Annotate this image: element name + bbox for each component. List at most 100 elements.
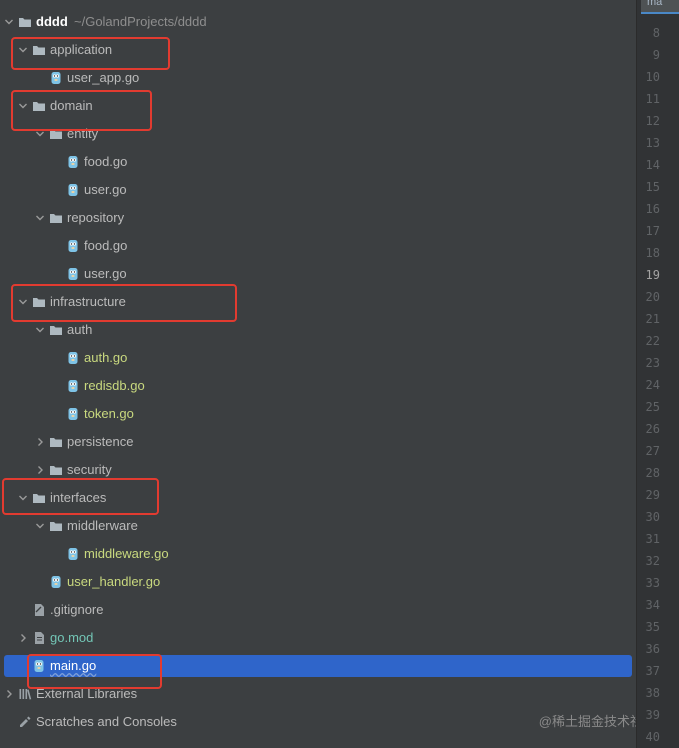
chevron-down-icon[interactable]: [18, 45, 28, 55]
line-number: 30: [645, 510, 660, 524]
line-number: 40: [645, 730, 660, 744]
chevron-right-icon[interactable]: [35, 465, 45, 475]
line-number: 38: [645, 686, 660, 700]
tree-row-label: auth: [67, 322, 93, 337]
tree-row-entity-food-go[interactable]: food.go: [0, 148, 636, 176]
line-number: 20: [645, 290, 660, 304]
chevron-right-icon[interactable]: [4, 689, 14, 699]
tree-row-repository-food-go[interactable]: food.go: [0, 232, 636, 260]
chevron-down-icon[interactable]: [18, 297, 28, 307]
chevron-down-icon[interactable]: [35, 129, 45, 139]
chevron-down-icon[interactable]: [18, 101, 28, 111]
tree-row-persistence[interactable]: persistence: [0, 428, 636, 456]
tree-row-main-go[interactable]: main.go: [4, 655, 632, 677]
line-number: 18: [645, 246, 660, 260]
chevron-down-icon[interactable]: [35, 521, 45, 531]
tree-row-repository[interactable]: repository: [0, 204, 636, 232]
tree-row-label: food.go: [84, 238, 128, 253]
line-number: 8: [652, 26, 660, 40]
line-number: 17: [645, 224, 660, 238]
tree-root-row[interactable]: dddd ~/GolandProjects/dddd: [0, 8, 636, 36]
tree-row-middleware-go[interactable]: middleware.go: [0, 540, 636, 568]
tree-row-interfaces[interactable]: interfaces: [0, 484, 636, 512]
tree-row-domain[interactable]: domain: [0, 92, 636, 120]
tree-row-security[interactable]: security: [0, 456, 636, 484]
line-number: 15: [645, 180, 660, 194]
tree-row-label: auth.go: [84, 350, 128, 365]
line-number: 28: [645, 466, 660, 480]
line-number: 22: [645, 334, 660, 348]
tree-row-auth-go[interactable]: auth.go: [0, 344, 636, 372]
line-number: 23: [645, 356, 660, 370]
line-number: 13: [645, 136, 660, 150]
folder-icon: [33, 298, 45, 307]
chevron-down-icon[interactable]: [18, 493, 28, 503]
project-tree-panel: dddd ~/GolandProjects/dddd application us…: [0, 0, 636, 736]
tree-row-label: user.go: [84, 266, 127, 281]
go-mod-file-icon: [35, 632, 44, 644]
chevron-down-icon[interactable]: [35, 213, 45, 223]
tree-row-gitignore[interactable]: .gitignore: [0, 596, 636, 624]
line-number: 16: [645, 202, 660, 216]
tree-row-label: External Libraries: [36, 686, 138, 701]
chevron-right-icon[interactable]: [18, 633, 28, 643]
tree-row-label: middleware.go: [84, 546, 169, 561]
go-file-icon: [68, 156, 78, 168]
line-number: 27: [645, 444, 660, 458]
gitignore-file-icon: [35, 604, 44, 616]
tree-row-token-go[interactable]: token.go: [0, 400, 636, 428]
line-number: 39: [645, 708, 660, 722]
chevron-right-icon[interactable]: [35, 437, 45, 447]
go-file-icon: [68, 240, 78, 252]
tree-row-redisdb-go[interactable]: redisdb.go: [0, 372, 636, 400]
chevron-down-icon[interactable]: [4, 17, 14, 27]
tree-row-label: .gitignore: [50, 602, 104, 617]
root-folder-name: dddd: [36, 14, 68, 29]
tree-row-label: application: [50, 42, 113, 57]
go-file-icon: [51, 576, 61, 588]
go-file-icon: [68, 268, 78, 280]
tree-row-label: Scratches and Consoles: [36, 714, 177, 729]
tree-row-entity-user-go[interactable]: user.go: [0, 176, 636, 204]
line-number: 29: [645, 488, 660, 502]
tree-row-user-app-go[interactable]: user_app.go: [0, 64, 636, 92]
panel-top-edge: [0, 0, 636, 4]
tree-row-user-handler-go[interactable]: user_handler.go: [0, 568, 636, 596]
go-file-icon: [68, 408, 78, 420]
scratches-icon: [20, 716, 31, 727]
tree-row-label: entity: [67, 126, 99, 141]
tree-row-external-libraries[interactable]: External Libraries: [0, 680, 636, 708]
tree-row-label: token.go: [84, 406, 134, 421]
tree-row-label: redisdb.go: [84, 378, 145, 393]
editor-tab[interactable]: ma: [641, 0, 679, 14]
line-number: 35: [645, 620, 660, 634]
line-number: 9: [652, 48, 660, 62]
tree-row-scratches[interactable]: Scratches and Consoles: [0, 708, 636, 736]
tree-row-label: food.go: [84, 154, 128, 169]
line-number: 19: [645, 268, 660, 282]
folder-icon: [50, 214, 62, 223]
chevron-down-icon[interactable]: [35, 325, 45, 335]
tree-row-go-mod[interactable]: go.mod: [0, 624, 636, 652]
line-number: 24: [645, 378, 660, 392]
tree-row-application[interactable]: application: [0, 36, 636, 64]
folder-icon: [19, 18, 31, 27]
tree-row-repository-user-go[interactable]: user.go: [0, 260, 636, 288]
tree-row-label: interfaces: [50, 490, 107, 505]
line-number: 34: [645, 598, 660, 612]
tree-row-label: middlerware: [67, 518, 138, 533]
tree-row-infrastructure[interactable]: infrastructure: [0, 288, 636, 316]
go-file-icon: [68, 184, 78, 196]
folder-icon: [33, 46, 45, 55]
line-number: 26: [645, 422, 660, 436]
tree-row-label: infrastructure: [50, 294, 126, 309]
folder-icon: [50, 522, 62, 531]
go-file-icon: [34, 660, 44, 672]
line-number: 33: [645, 576, 660, 590]
folder-icon: [50, 130, 62, 139]
tree-row-entity[interactable]: entity: [0, 120, 636, 148]
folder-icon: [50, 326, 62, 335]
tree-row-middlerware[interactable]: middlerware: [0, 512, 636, 540]
tree-row-auth[interactable]: auth: [0, 316, 636, 344]
tree-row-label: main.go: [50, 658, 97, 673]
